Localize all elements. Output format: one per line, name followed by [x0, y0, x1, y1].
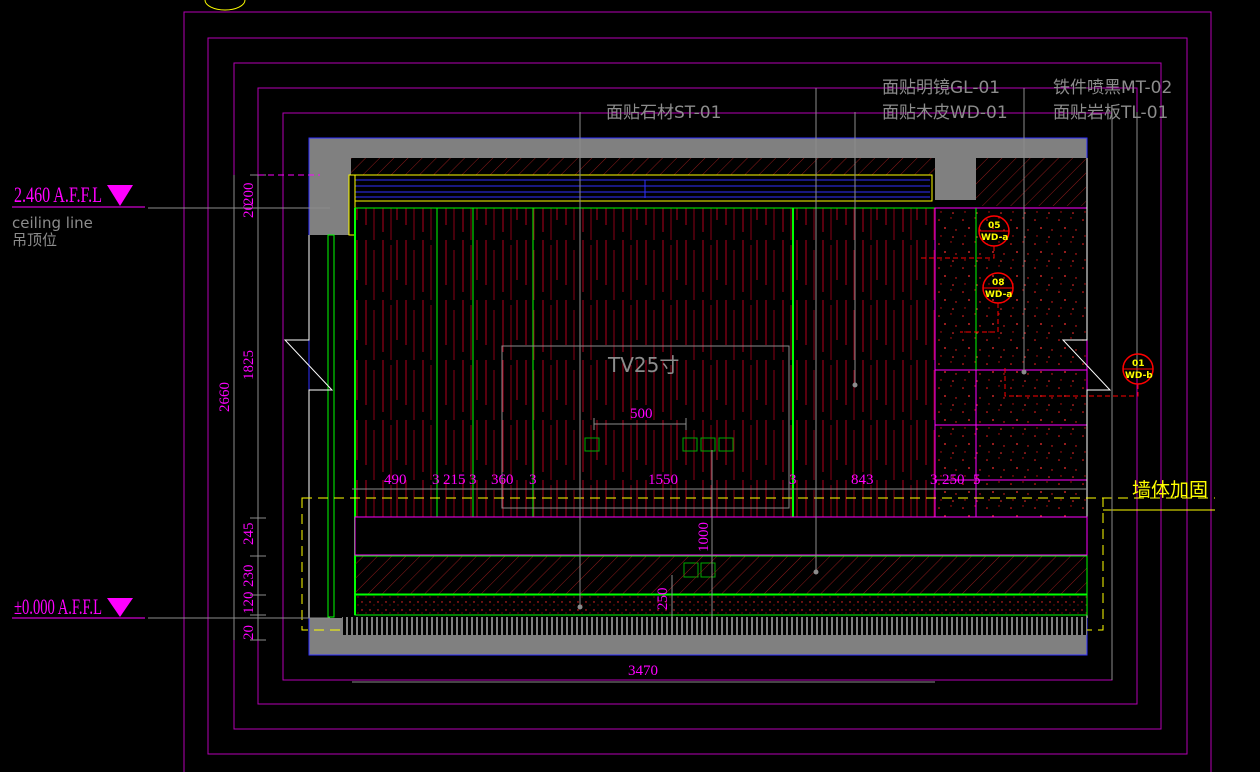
- dim-3470: 3470: [628, 663, 658, 679]
- dim-120: 120: [241, 592, 257, 615]
- dim-3a: 3: [432, 472, 440, 488]
- dim-490: 490: [384, 472, 407, 488]
- dim-3d: 3: [789, 472, 797, 488]
- svg-text:01: 01: [1132, 359, 1145, 369]
- ceiling-label-en: ceiling line: [12, 214, 93, 232]
- dim-20-top: 20: [241, 203, 257, 218]
- svg-text:WD-a: WD-a: [981, 233, 1008, 243]
- dim-20-bottom: 20: [241, 625, 257, 640]
- dim-3c: 3: [529, 472, 537, 488]
- wall-reinforce-note: 墙体加固: [1132, 479, 1208, 501]
- dim-1000: 1000: [696, 522, 712, 552]
- material-veneer: 面贴木皮WD-01: [882, 103, 1008, 123]
- tv-outline: [501, 345, 790, 509]
- stone-wall: [934, 207, 1088, 519]
- detail-tag-08[interactable]: 08 WD-a: [960, 272, 1014, 333]
- dim-843: 843: [851, 472, 874, 488]
- svg-text:08: 08: [992, 278, 1005, 288]
- dim-360: 360: [491, 472, 514, 488]
- dim-3b: 3: [469, 472, 477, 488]
- dim-2660: 2660: [217, 382, 233, 412]
- dim-3e: 3: [930, 472, 938, 488]
- tv-label: TV25寸: [607, 353, 679, 377]
- material-rockboard: 面贴岩板TL-01: [1053, 103, 1168, 123]
- ceiling-fascia: [348, 158, 1086, 236]
- dim-250: 250: [942, 472, 965, 488]
- dim-250-vertical: 250: [655, 588, 671, 611]
- dim-230: 230: [241, 565, 257, 588]
- detail-tag-05[interactable]: 05 WD-a: [918, 215, 1010, 259]
- side-walls: [283, 158, 1112, 618]
- material-mirror: 面贴明镜GL-01: [882, 78, 1000, 98]
- tv-cabinet: [301, 497, 1215, 635]
- floor-level-marker: [12, 598, 145, 619]
- dim-215: 215: [443, 472, 466, 488]
- svg-text:05: 05: [988, 221, 1001, 231]
- material-iron: 铁件喷黑MT-02: [1053, 78, 1172, 98]
- dim-245: 245: [241, 523, 257, 546]
- material-stone: 面贴石材ST-01: [606, 103, 721, 123]
- dim-200: 200: [241, 183, 257, 206]
- dim-1825: 1825: [241, 350, 257, 380]
- ceiling-level-value: 2.460 A.F.F.L: [14, 182, 102, 207]
- dimension-lines: [148, 174, 1087, 683]
- leader-lines: [577, 88, 1138, 680]
- dim-5: 5: [973, 472, 981, 488]
- floor-level-value: ±0.000 A.F.F.L: [14, 594, 102, 619]
- ceiling-level-marker: [12, 185, 145, 208]
- dim-500: 500: [630, 406, 653, 422]
- dim-1550: 1550: [648, 472, 678, 488]
- detail-tag-01[interactable]: 01 WD-b: [1004, 353, 1154, 397]
- svg-text:WD-b: WD-b: [1125, 371, 1153, 381]
- svg-text:WD-a: WD-a: [985, 290, 1012, 300]
- ceiling-label-cn: 吊顶位: [12, 231, 57, 249]
